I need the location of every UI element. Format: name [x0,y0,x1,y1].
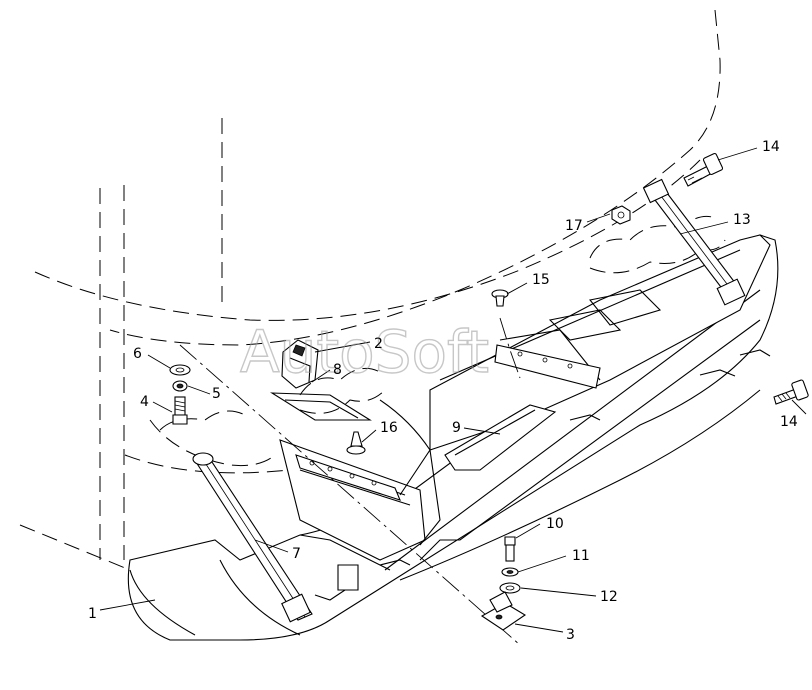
watermark: AutoSoft [240,318,489,386]
bolt-14-lower [773,379,809,405]
fastener-stack-right [499,536,521,594]
leader-lines [99,147,807,633]
callout-2: 2 [374,336,383,352]
callout-13: 13 [733,212,751,228]
strut-right [642,178,746,306]
callout-8: 8 [333,362,342,378]
callout-14-lower: 14 [780,414,798,430]
bracket-2 [281,339,319,389]
callout-5: 5 [212,386,221,402]
screw-15 [491,289,509,307]
cab-outline [19,9,721,571]
callout-4: 4 [140,394,149,410]
callout-14-upper: 14 [762,139,780,155]
callout-17: 17 [565,218,583,234]
callout-7: 7 [292,546,301,562]
centerline [179,344,521,646]
fastener-stack-left [169,364,191,425]
callout-16: 16 [380,420,398,436]
cutout-outlines [159,215,726,431]
bumper-body [127,234,779,641]
callout-15: 15 [532,272,550,288]
callout-11: 11 [572,548,590,564]
callouts: 1 2 3 4 5 6 7 8 9 10 11 12 13 14 14 15 1… [88,139,798,643]
bolt-14-upper [683,152,724,187]
callout-10: 10 [546,516,564,532]
screw-16 [346,431,366,455]
clip-3 [480,591,527,631]
nut-17 [611,205,631,225]
centerline-2 [499,317,521,379]
strut-left [192,452,313,623]
callout-3: 3 [566,627,575,643]
callout-1: 1 [88,606,97,622]
callout-9: 9 [452,420,461,436]
callout-12: 12 [600,589,618,605]
callout-6: 6 [133,346,142,362]
